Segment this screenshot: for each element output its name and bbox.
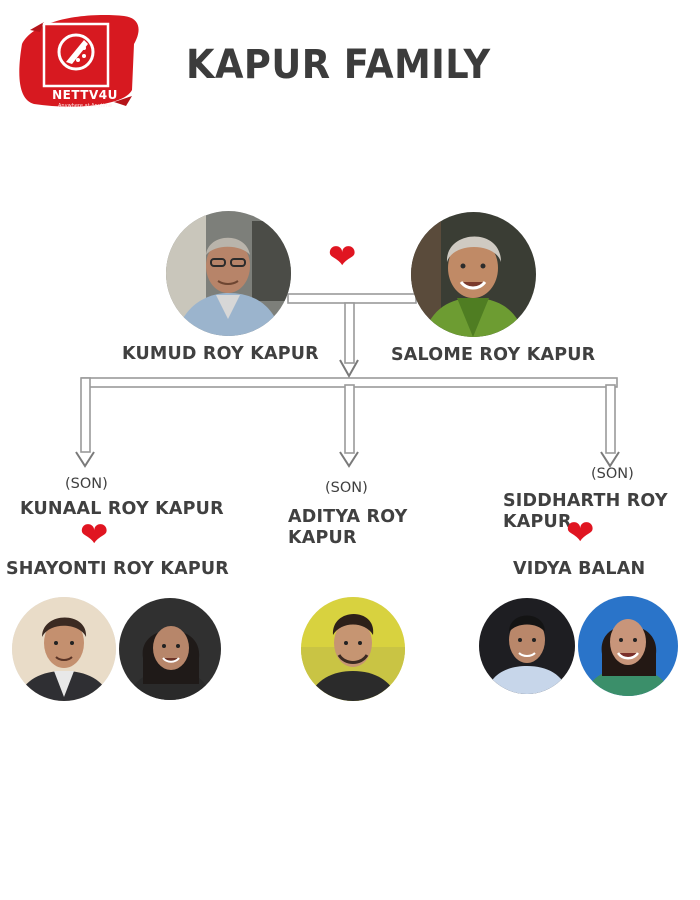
child-3-relation: (SON) [591, 466, 634, 482]
father-photo [166, 211, 291, 336]
nettv4u-logo[interactable]: NETTV4U Anywhere at Anytime [14, 10, 142, 110]
child-1-spouse-photo [119, 598, 221, 700]
couple-drop-line [344, 302, 355, 364]
avatar-mother[interactable] [411, 212, 536, 337]
child-3-spouse-photo [578, 596, 678, 696]
avatar-child-3-spouse[interactable] [578, 596, 678, 696]
avatar-father[interactable] [166, 211, 291, 336]
child-3-name: SIDDHARTH ROY KAPUR [503, 491, 668, 532]
father-name: KUMUD ROY KAPUR [122, 344, 319, 364]
avatar-child-1-spouse[interactable] [119, 598, 221, 700]
avatar-child-3[interactable] [479, 598, 575, 694]
drop-line-2 [344, 384, 355, 454]
heart-icon: ❤ [566, 513, 595, 553]
down-arrow-icon [339, 359, 359, 379]
child-1-spouse-name: SHAYONTI ROY KAPUR [6, 559, 229, 579]
logo-text: NETTV4U [52, 88, 118, 102]
couple-connector [287, 293, 417, 304]
child-3-photo [479, 598, 575, 694]
drop-line-3 [605, 384, 616, 454]
child-2-relation: (SON) [325, 480, 368, 496]
down-arrow-icon [600, 451, 620, 468]
logo-brush-icon [19, 15, 139, 107]
mother-photo [411, 212, 536, 337]
mother-name: SALOME ROY KAPUR [391, 345, 596, 365]
logo-tagline: Anywhere at Anytime [58, 103, 112, 109]
child-3-spouse-name: VIDYA BALAN [513, 559, 646, 579]
child-1-name: KUNAAL ROY KAPUR [20, 499, 224, 519]
down-arrow-icon [339, 451, 359, 468]
child-2-photo [301, 597, 405, 701]
page-title: KAPUR FAMILY [186, 42, 491, 88]
avatar-child-1[interactable] [12, 597, 116, 701]
child-2-name: ADITYA ROY KAPUR [288, 507, 408, 548]
heart-icon: ❤ [80, 515, 109, 555]
drop-line-1 [80, 377, 91, 453]
down-arrow-icon [75, 451, 95, 468]
avatar-child-2[interactable] [301, 597, 405, 701]
child-1-relation: (SON) [65, 476, 108, 492]
child-1-photo [12, 597, 116, 701]
heart-icon: ❤ [328, 237, 357, 277]
